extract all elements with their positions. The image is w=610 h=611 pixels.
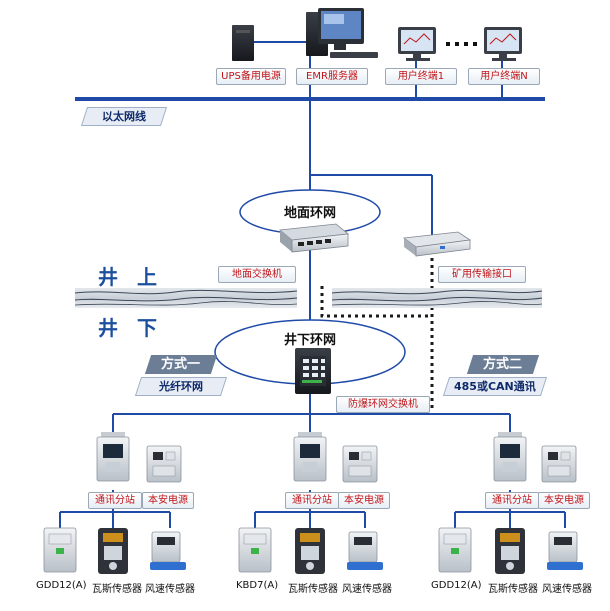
- substation-icon: [493, 432, 527, 482]
- substation-group-2: [293, 432, 378, 483]
- monitor-icon: [398, 27, 436, 61]
- sensor-row: [43, 527, 583, 574]
- sensor-icon: [295, 528, 325, 574]
- sensor-label-2-2: 瓦斯传感器: [288, 584, 338, 595]
- monitor-icon: [484, 27, 522, 61]
- sensor-icon: [438, 527, 472, 573]
- sensor-icon: [547, 531, 583, 570]
- clientn-label: 用户终端N: [468, 68, 540, 85]
- client1-label: 用户终端1: [385, 68, 457, 85]
- sensor-label-3-2: 瓦斯传感器: [488, 584, 538, 595]
- ups-label: UPS备用电源: [216, 68, 286, 85]
- station-label-1: 通讯分站: [88, 492, 142, 509]
- sensor-icon: [347, 531, 383, 570]
- shaft-up-label: 井 上: [98, 265, 163, 289]
- switch-icon: [295, 348, 331, 394]
- method2-sub: 485或CAN通讯: [442, 377, 548, 396]
- sensor-label-2-1: KBD7(A): [236, 580, 279, 591]
- power-label-1: 本安电源: [142, 492, 194, 509]
- sensor-icon: [495, 528, 525, 574]
- interface-label: 矿用传输接口: [438, 266, 526, 283]
- power-supply-icon: [146, 445, 182, 483]
- sensor-label-2-3: 风速传感器: [342, 584, 392, 595]
- sensor-icon: [150, 531, 186, 570]
- power-supply-icon: [342, 445, 378, 483]
- sensor-label-3-1: GDD12(A): [431, 580, 482, 591]
- sensor-icon: [238, 527, 272, 573]
- sensor-label-1-2: 瓦斯传感器: [92, 584, 142, 595]
- strata-band: [74, 288, 543, 308]
- sensor-label-1-3: 风速传感器: [145, 584, 195, 595]
- underground-ring-label: 井下环网: [284, 332, 336, 348]
- ethernet-label: 以太网线: [80, 107, 168, 126]
- interface-box-icon: [402, 231, 472, 257]
- station-label-2: 通讯分站: [285, 492, 339, 509]
- server-label: EMR服务器: [296, 68, 368, 85]
- power-supply-icon: [541, 445, 577, 483]
- ellipsis-dots: [446, 42, 477, 46]
- substation-icon: [96, 432, 130, 482]
- sensor-label-1-1: GDD12(A): [36, 580, 87, 591]
- substation-group-3: [493, 432, 577, 483]
- surface-ring-label: 地面环网: [284, 205, 336, 221]
- shaft-down-label: 井 下: [98, 316, 163, 340]
- station-label-3: 通讯分站: [485, 492, 539, 509]
- server-icon: [306, 8, 378, 58]
- method1-title: 方式一: [144, 355, 218, 374]
- switch-icon: [279, 223, 349, 253]
- sensor-icon: [43, 527, 77, 573]
- substation-group-1: [96, 432, 182, 483]
- ups-icon: [232, 25, 254, 61]
- method1-sub: 光纤环网: [134, 377, 228, 396]
- surface-switch-label: 地面交换机: [218, 266, 296, 283]
- underground-switch-label: 防爆环网交换机: [336, 396, 430, 413]
- power-label-2: 本安电源: [338, 492, 390, 509]
- substation-icon: [293, 432, 327, 482]
- ethernet-bus: [75, 97, 545, 101]
- sensor-icon: [98, 528, 128, 574]
- sensor-label-3-3: 风速传感器: [542, 584, 592, 595]
- power-label-3: 本安电源: [538, 492, 590, 509]
- method2-title: 方式二: [466, 355, 540, 374]
